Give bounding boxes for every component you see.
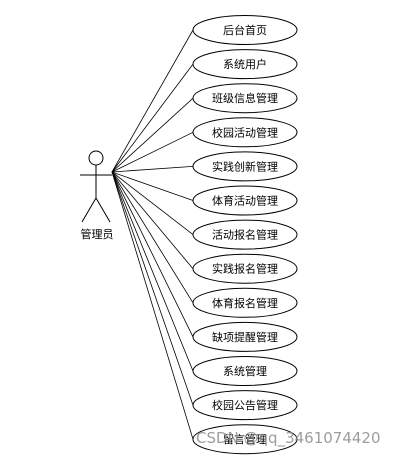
use-case-label: 校园公告管理 <box>212 398 278 412</box>
association-line <box>111 63 194 173</box>
actor-left-leg <box>81 197 97 223</box>
use-case: 活动报名管理 <box>192 219 298 250</box>
use-case-ellipse <box>192 83 298 114</box>
use-case-label: 系统用户 <box>223 57 267 71</box>
use-case-ellipse <box>192 185 298 216</box>
association-line <box>111 171 194 372</box>
association-line <box>111 131 194 173</box>
actor-right-leg <box>95 197 111 223</box>
use-case-label: 缺项提醒管理 <box>212 330 278 344</box>
use-case-label: 活动报名管理 <box>212 228 278 242</box>
use-case-ellipse <box>192 287 298 318</box>
use-case: 实践报名管理 <box>192 253 298 284</box>
use-case-ellipse <box>192 424 298 455</box>
use-case: 校园公告管理 <box>192 390 298 421</box>
actor-head <box>88 150 104 166</box>
use-cases: 后台首页系统用户班级信息管理校园活动管理实践创新管理体育活动管理活动报名管理实践… <box>192 15 298 455</box>
use-case-ellipse <box>192 15 298 45</box>
use-case-ellipse <box>192 356 298 386</box>
use-case-label: 体育报名管理 <box>212 296 278 310</box>
use-case-label: 系统管理 <box>223 364 267 378</box>
use-case: 系统管理 <box>192 356 298 386</box>
association-line <box>111 171 194 304</box>
use-case: 体育活动管理 <box>192 185 298 216</box>
association-line <box>111 29 194 173</box>
association-line <box>111 171 194 440</box>
association-line <box>111 171 194 406</box>
use-case: 系统用户 <box>192 49 298 80</box>
use-case: 体育报名管理 <box>192 287 298 318</box>
use-case: 校园活动管理 <box>192 117 298 148</box>
use-case-ellipse <box>192 117 298 148</box>
use-case: 后台首页 <box>192 15 298 45</box>
actor-label: 管理员 <box>81 227 114 241</box>
use-case-label: 留言管理 <box>223 432 267 446</box>
association-line <box>111 171 194 269</box>
association-line <box>111 171 194 235</box>
use-case: 缺项提醒管理 <box>192 321 298 352</box>
use-case-ellipse <box>192 151 298 182</box>
association-line <box>111 97 194 173</box>
association-line <box>111 171 194 338</box>
use-case-label: 班级信息管理 <box>212 91 278 105</box>
use-case-label: 体育活动管理 <box>212 194 278 208</box>
use-case-ellipse <box>192 321 298 352</box>
use-case-label: 校园活动管理 <box>212 125 278 139</box>
use-case-label: 实践创新管理 <box>212 159 278 173</box>
association-line <box>111 171 194 201</box>
use-case-ellipse <box>192 49 298 80</box>
use-case: 实践创新管理 <box>192 151 298 182</box>
association-line <box>111 166 194 173</box>
use-case: 班级信息管理 <box>192 83 298 114</box>
use-case-ellipse <box>192 390 298 421</box>
use-case-ellipse <box>192 253 298 284</box>
use-case: 留言管理 <box>192 424 298 455</box>
watermark-text: CSDN @qq_3461074420 <box>196 429 381 448</box>
use-case-label: 实践报名管理 <box>212 262 278 276</box>
use-case-ellipse <box>192 219 298 250</box>
association-lines <box>111 29 194 440</box>
actor-administrator: 管理员 <box>80 150 114 241</box>
use-case-label: 后台首页 <box>223 23 267 37</box>
